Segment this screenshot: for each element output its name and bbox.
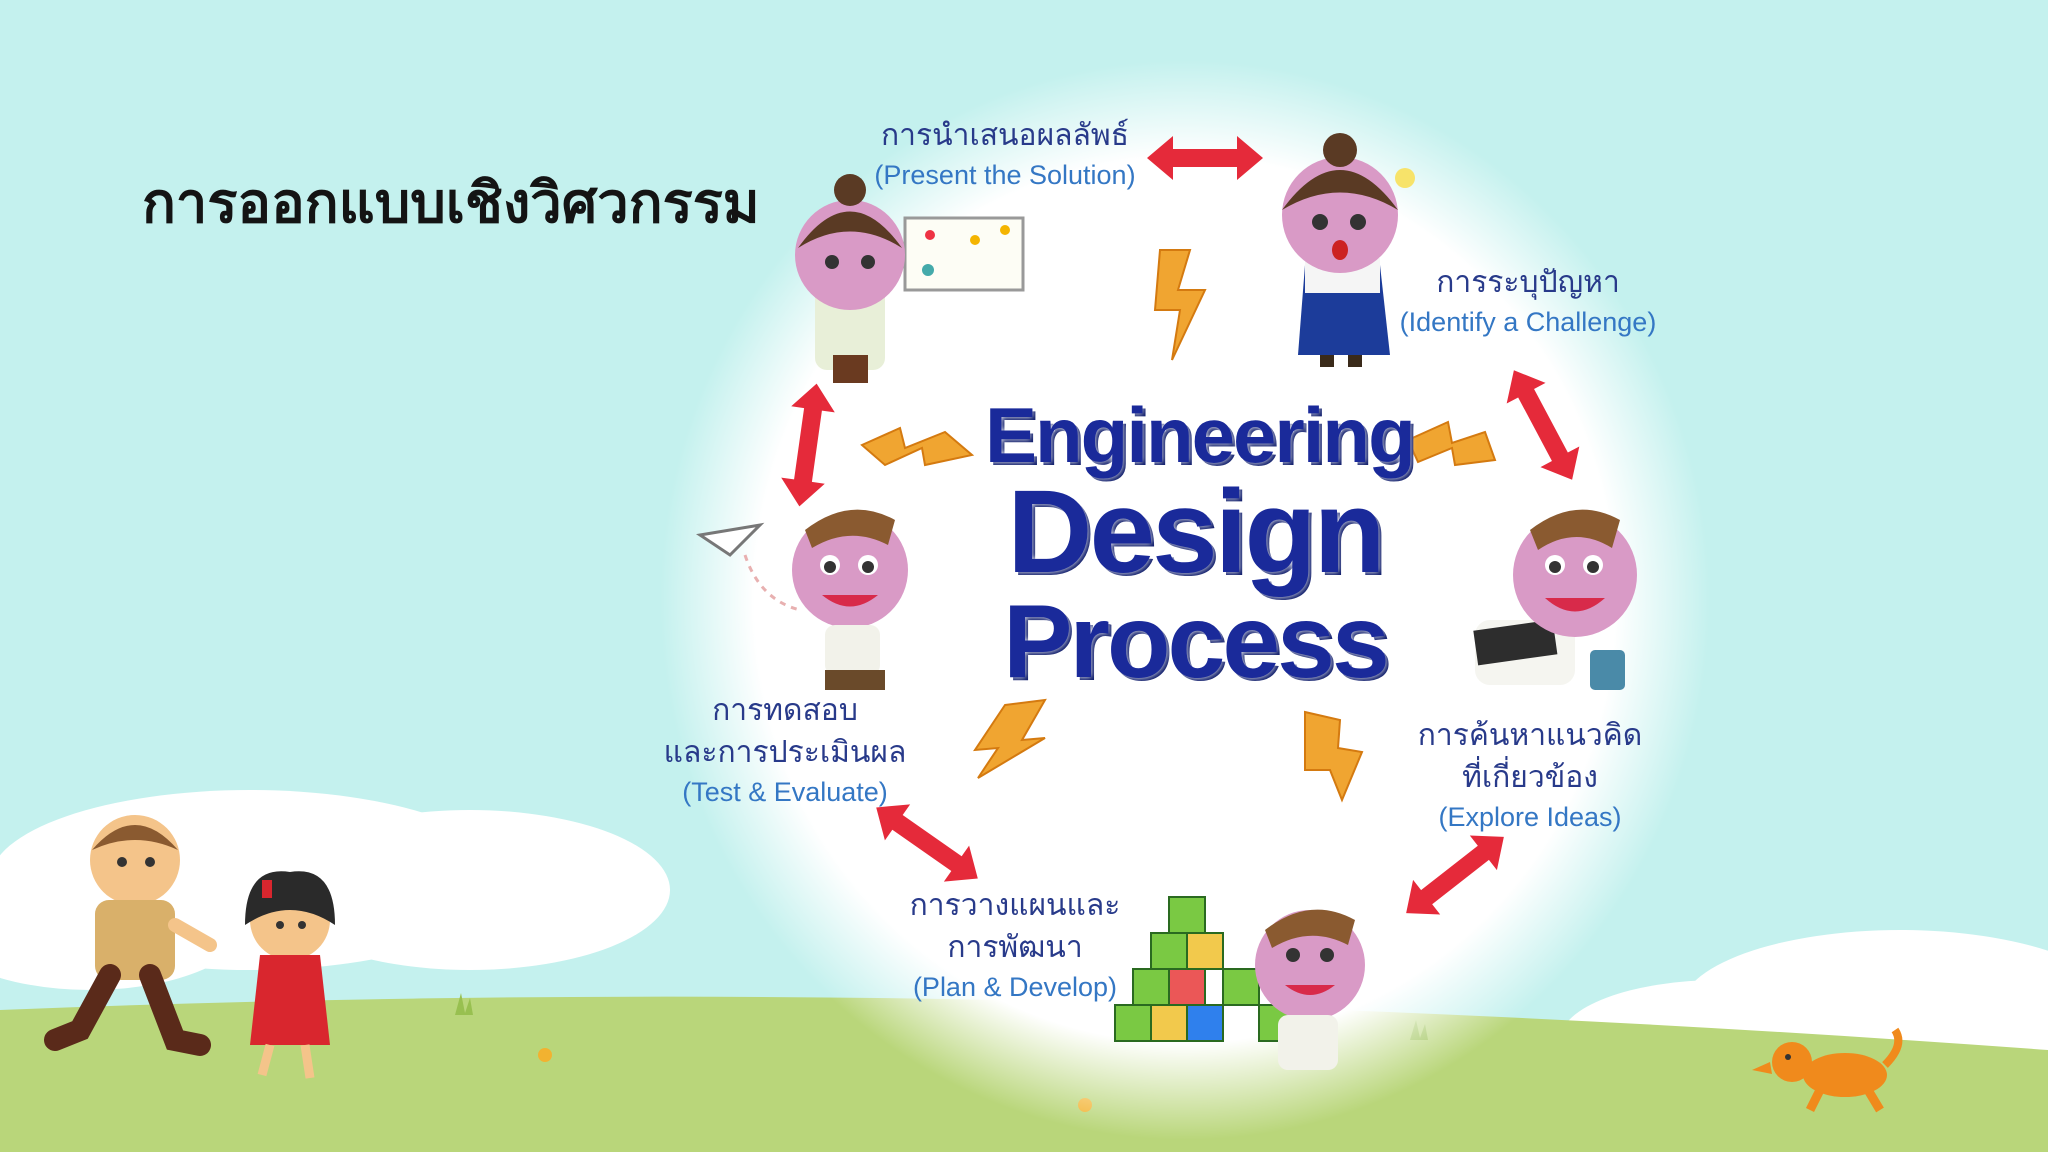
bolt-icon	[973, 698, 1047, 779]
character-test	[696, 509, 908, 690]
step-thai-label: การนำเสนอผลลัพธ์	[881, 118, 1129, 153]
bolt-icon	[1406, 420, 1497, 467]
arrow-present-identify	[1147, 136, 1263, 180]
step-english-label: (Test & Evaluate)	[682, 777, 888, 807]
character-presenter	[795, 174, 1025, 383]
walking-girl	[245, 871, 335, 1079]
bolt-icon	[1304, 710, 1364, 803]
bolt-icon	[1153, 249, 1207, 361]
center-title-line-2: Design	[1007, 466, 1385, 598]
running-dog	[1752, 1027, 1903, 1113]
step-present-solution: การนำเสนอผลลัพธ์ (Present the Solution)	[860, 115, 1150, 193]
character-explore	[1473, 509, 1637, 690]
step-thai-label: การทดสอบ	[712, 693, 858, 728]
step-test-evaluate: การทดสอบ และการประเมินผล (Test & Evaluat…	[645, 690, 925, 810]
lightning-bolts	[860, 249, 1497, 803]
step-explore-ideas: การค้นหาแนวคิด ที่เกี่ยวข้อง (Explore Id…	[1410, 715, 1650, 835]
center-title-line-1: Engineering	[985, 391, 1416, 479]
walking-boy	[44, 815, 217, 1056]
step-english-label: (Explore Ideas)	[1438, 802, 1622, 832]
step-thai-label-2: ที่เกี่ยวข้อง	[1462, 760, 1598, 795]
step-thai-label: การระบุปัญหา	[1436, 265, 1620, 300]
step-thai-label: การค้นหาแนวคิด	[1417, 718, 1643, 753]
step-english-label: (Present the Solution)	[874, 160, 1136, 190]
arrow-identify-explore	[1506, 370, 1580, 480]
character-plan	[1114, 896, 1365, 1070]
arrow-explore-plan	[1406, 835, 1504, 915]
step-thai-label: การวางแผนและ	[909, 888, 1121, 923]
bolt-icon	[860, 426, 975, 467]
step-english-label: (Plan & Develop)	[912, 972, 1118, 1002]
step-english-label: (Identify a Challenge)	[1399, 307, 1657, 337]
step-identify-challenge: การระบุปัญหา (Identify a Challenge)	[1378, 262, 1678, 340]
center-title-line-3: Process	[1003, 584, 1390, 700]
step-thai-label-2: การพัฒนา	[947, 930, 1083, 965]
step-thai-label-2: และการประเมินผล	[663, 735, 907, 770]
step-plan-develop: การวางแผนและ การพัฒนา (Plan & Develop)	[895, 885, 1135, 1005]
diagram-center-title: Engineering Design Process	[985, 391, 1416, 700]
cycle-arrows	[781, 136, 1580, 915]
paper-plane-icon	[696, 522, 765, 557]
arrow-plan-test	[876, 804, 978, 882]
character-identify	[1282, 133, 1415, 367]
arrow-test-present	[781, 383, 835, 507]
slide-title: การออกแบบเชิงวิศวกรรม	[142, 171, 760, 236]
